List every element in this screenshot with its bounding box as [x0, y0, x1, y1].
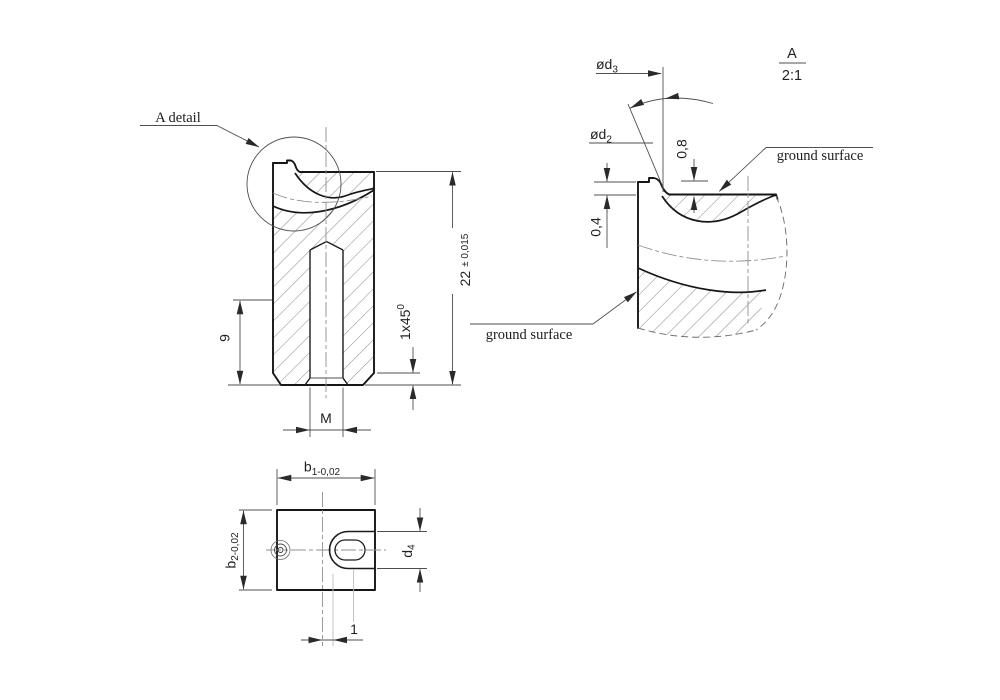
- dim-d3: ød3: [596, 56, 664, 192]
- dim-height-label: 22 ± 0,015: [457, 233, 473, 286]
- detail-sphere-arc-lower: [637, 267, 767, 294]
- dim-b1: b1-0,02: [276, 459, 376, 505]
- detail-tangent-arc: [637, 244, 787, 262]
- leader-ground-surface-side: ground surface: [470, 291, 637, 343]
- view-letter-label: A: [787, 46, 797, 62]
- bottom-view: b1-0,02 b2-0,02 d4 1: [222, 459, 427, 646]
- dim-chamfer-label: 1x450: [396, 304, 413, 340]
- detail-view-title: A 2:1: [779, 46, 806, 84]
- hatch-detail-rim: [663, 194, 776, 222]
- dim-lip-height: 0,4: [588, 163, 636, 248]
- threaded-hole: [304, 240, 349, 386]
- part-outline-detail: [637, 176, 788, 338]
- hatch-main-walls: [273, 190, 374, 385]
- detail-break-arc-bottom: [637, 327, 757, 338]
- detail-a-view: A 2:1 ød3 ød2 0,8: [470, 46, 873, 343]
- dim-b2: b2-0,02: [222, 509, 272, 591]
- dim-slot-offset: 1: [301, 621, 363, 644]
- dim-depth-label: 9: [217, 334, 233, 342]
- dim-seat-depth: 0,8: [674, 139, 708, 213]
- slot-feature: [328, 530, 375, 570]
- dim-slot-offset-label: 1: [350, 621, 358, 637]
- view-scale-label: 2:1: [782, 68, 802, 84]
- hatch-main-rim: [296, 172, 374, 198]
- leader-ground-surface-top: ground surface: [718, 147, 873, 192]
- detail-indicator-circle: [246, 136, 342, 232]
- dim-d2: ød2: [589, 92, 714, 189]
- dim-d2-label: ød2: [590, 126, 612, 146]
- dim-d4: d4: [377, 508, 427, 592]
- part-outline-main: [272, 159, 375, 386]
- detail-break-arc-right: [755, 195, 788, 331]
- leader-a-detail: A detail: [140, 110, 260, 148]
- dim-lip-height-label: 0,4: [588, 217, 604, 237]
- dim-b2-label: b2-0,02: [222, 532, 240, 569]
- dim-chamfer: 1x450: [377, 304, 420, 410]
- dim-thread-size: M: [283, 387, 371, 437]
- dim-thread-label: M: [320, 410, 332, 426]
- dim-seat-depth-label: 0,8: [674, 139, 690, 159]
- sphere-arc-upper: [294, 172, 375, 199]
- sphere-tangent-arc: [272, 192, 373, 203]
- center-drill-mark: [270, 540, 291, 560]
- detail-sphere-arc-upper: [661, 194, 777, 223]
- dim-b1-label: b1-0,02: [304, 459, 341, 479]
- main-section-view: A detail 9 M: [140, 110, 473, 437]
- ground-surface-top-label: ground surface: [777, 148, 864, 164]
- detail-callout-label: A detail: [155, 110, 201, 126]
- sphere-arc-lower: [272, 189, 375, 214]
- dim-d3-label: ød3: [596, 56, 618, 76]
- dim-overall-height: 22 ± 0,015: [365, 171, 473, 386]
- dim-thread-depth: 9: [217, 299, 280, 386]
- hatch-detail-band: [638, 268, 766, 338]
- ground-surface-side-label: ground surface: [486, 327, 573, 343]
- dim-d4-label: d4: [399, 544, 417, 558]
